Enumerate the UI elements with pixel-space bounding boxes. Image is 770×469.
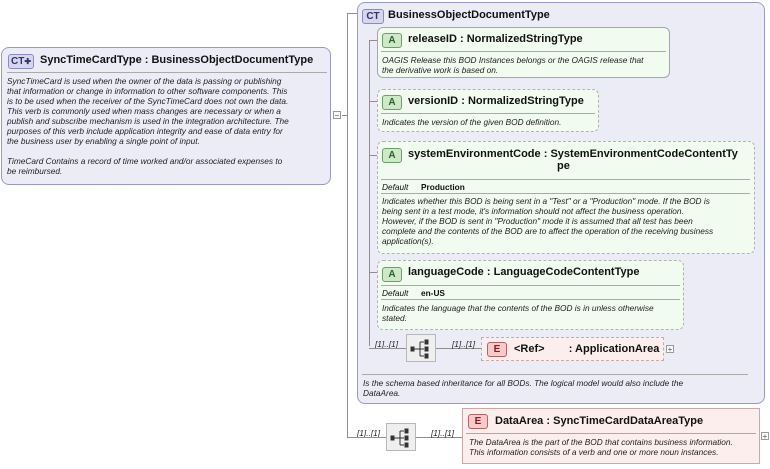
doc-line: being sent in a test mode, it's informat… (382, 206, 684, 216)
sync-type-documentation: SyncTimeCard is used when the owner of t… (7, 76, 329, 176)
connector-line (357, 437, 386, 438)
doc-line: the business user by enabling a single p… (7, 136, 200, 146)
default-value: Production (421, 182, 465, 192)
element-title: DataArea : SyncTimeCardDataAreaType (495, 415, 704, 427)
doc-line: This information consists of a verb and … (469, 447, 719, 457)
connector-line (369, 40, 377, 41)
divider (466, 433, 756, 434)
attribute-icon: A (382, 267, 402, 282)
default-label: Default (382, 182, 409, 192)
attribute-documentation: OAGIS Release this BOD Instances belongs… (382, 55, 667, 75)
element-title: <Ref> : ApplicationArea (514, 343, 660, 355)
attribute-language-code[interactable]: A languageCode : LanguageCodeContentType… (377, 260, 684, 330)
sequence-multiplicity: [1]..[1] (375, 339, 399, 349)
connector-line (369, 272, 377, 273)
attribute-title: versionID : NormalizedStringType (408, 95, 584, 107)
expand-toggle[interactable]: + (666, 345, 674, 354)
doc-line: application(s). (382, 236, 434, 246)
attribute-icon: A (382, 95, 402, 110)
connector-line (369, 101, 377, 102)
connector-line (416, 437, 462, 438)
doc-line: be reimbursed. (7, 166, 63, 176)
element-application-area[interactable]: E <Ref> : ApplicationArea (481, 337, 664, 361)
doc-line: complete and the contents of the BOD are… (382, 226, 714, 236)
attribute-documentation: Indicates the version of the given BOD d… (382, 117, 596, 127)
doc-line: purposes of this verb include applicatio… (7, 126, 283, 136)
attribute-version-id[interactable]: A versionID : NormalizedStringType Indic… (377, 89, 599, 132)
attribute-title: releaseID : NormalizedStringType (408, 33, 583, 45)
doc-line (7, 146, 329, 156)
divider (381, 51, 666, 52)
divider (381, 285, 680, 286)
connector-line (369, 348, 406, 349)
complex-type-icon: CT✚ (8, 54, 34, 69)
sequence-node[interactable] (386, 423, 416, 451)
doc-line: However, if the BOD is sent in "Producti… (382, 216, 693, 226)
sequence-node[interactable] (406, 334, 436, 362)
divider (7, 72, 327, 73)
doc-line: Indicates whether this BOD is being sent… (382, 196, 710, 206)
connector-line (369, 40, 370, 346)
sequence-multiplicity: [1]..[1] (357, 428, 381, 438)
connector-line (369, 155, 377, 156)
doc-line: TimeCard Contains a record of time worke… (7, 156, 283, 166)
element-multiplicity: [1]..[1] (431, 428, 455, 438)
doc-line: OAGIS Release this BOD Instances belongs… (382, 55, 644, 65)
doc-line: DataArea. (363, 388, 401, 398)
attribute-title-wrap: pe (557, 160, 570, 172)
doc-line: the derivative work is based on. (382, 65, 499, 75)
connector-line (342, 115, 348, 116)
divider (381, 299, 680, 300)
doc-line: Indicates the version of the given BOD d… (382, 117, 562, 127)
doc-line: SyncTimeCard is used when the owner of t… (7, 76, 282, 86)
element-icon: E (468, 414, 488, 429)
doc-line: This verb is commonly used when mass cha… (7, 106, 281, 116)
element-icon: E (487, 342, 507, 357)
collapse-toggle[interactable]: − (333, 111, 341, 120)
attribute-release-id[interactable]: A releaseID : NormalizedStringType OAGIS… (377, 27, 670, 78)
attribute-icon: A (382, 33, 402, 48)
sequence-icon (410, 339, 429, 359)
attribute-documentation: Indicates the language that the contents… (382, 303, 682, 323)
doc-line: stated. (382, 313, 407, 323)
doc-line: is to be used when the receiver of the S… (7, 96, 289, 106)
expand-toggle[interactable]: + (761, 432, 769, 441)
divider (362, 374, 748, 375)
doc-line: Is the schema based inheritance for all … (363, 378, 684, 388)
sync-timecard-type-box[interactable]: CT✚ SyncTimeCardType : BusinessObjectDoc… (1, 47, 331, 185)
element-multiplicity: [1]..[1] (452, 339, 476, 349)
attribute-system-environment-code[interactable]: A systemEnvironmentCode : SystemEnvironm… (377, 141, 755, 254)
sync-type-title: SyncTimeCardType : BusinessObjectDocumen… (40, 54, 314, 66)
divider (381, 193, 750, 194)
connector-line (436, 348, 481, 349)
sequence-icon (390, 428, 409, 448)
element-data-area[interactable]: E DataArea : SyncTimeCardDataAreaType Th… (462, 408, 760, 464)
doc-line: that information or change in informatio… (7, 86, 288, 96)
attribute-title: languageCode : LanguageCodeContentType (408, 266, 640, 278)
default-value: en-US (421, 288, 445, 298)
complex-type-icon: CT (362, 9, 384, 24)
divider (381, 113, 595, 114)
connector-line (347, 13, 357, 14)
connector-line (347, 437, 357, 438)
default-label: Default (382, 288, 409, 298)
connector-line (347, 13, 348, 437)
attribute-documentation: Indicates whether this BOD is being sent… (382, 196, 754, 246)
attribute-title: systemEnvironmentCode : SystemEnvironmen… (408, 148, 738, 160)
bod-title: BusinessObjectDocumentType (388, 9, 550, 21)
doc-line: The DataArea is the part of the BOD that… (469, 437, 733, 447)
divider (381, 179, 750, 180)
element-documentation: The DataArea is the part of the BOD that… (469, 437, 759, 457)
doc-line: publish and subscribe mechanism is used … (7, 116, 289, 126)
attribute-icon: A (382, 148, 402, 163)
bod-documentation: Is the schema based inheritance for all … (363, 378, 758, 398)
doc-line: Indicates the language that the contents… (382, 303, 654, 313)
